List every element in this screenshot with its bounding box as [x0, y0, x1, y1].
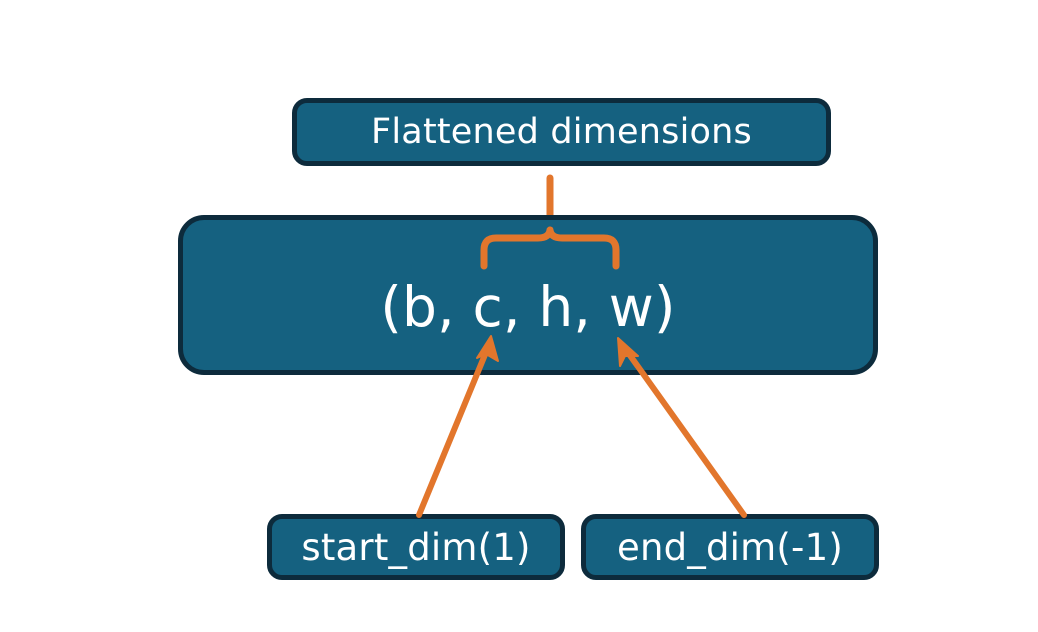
end-dim-node[interactable]: end_dim(-1) — [581, 514, 879, 580]
end-dim-label: end_dim(-1) — [617, 525, 843, 569]
flattened-dimensions-node[interactable]: Flattened dimensions — [292, 98, 831, 166]
tensor-shape-label: (b, c, h, w) — [380, 274, 676, 339]
start-dim-node[interactable]: start_dim(1) — [267, 514, 565, 580]
tensor-shape-node[interactable]: (b, c, h, w) — [178, 215, 878, 375]
start-dim-label: start_dim(1) — [301, 525, 531, 569]
flattened-dimensions-label: Flattened dimensions — [371, 111, 752, 152]
